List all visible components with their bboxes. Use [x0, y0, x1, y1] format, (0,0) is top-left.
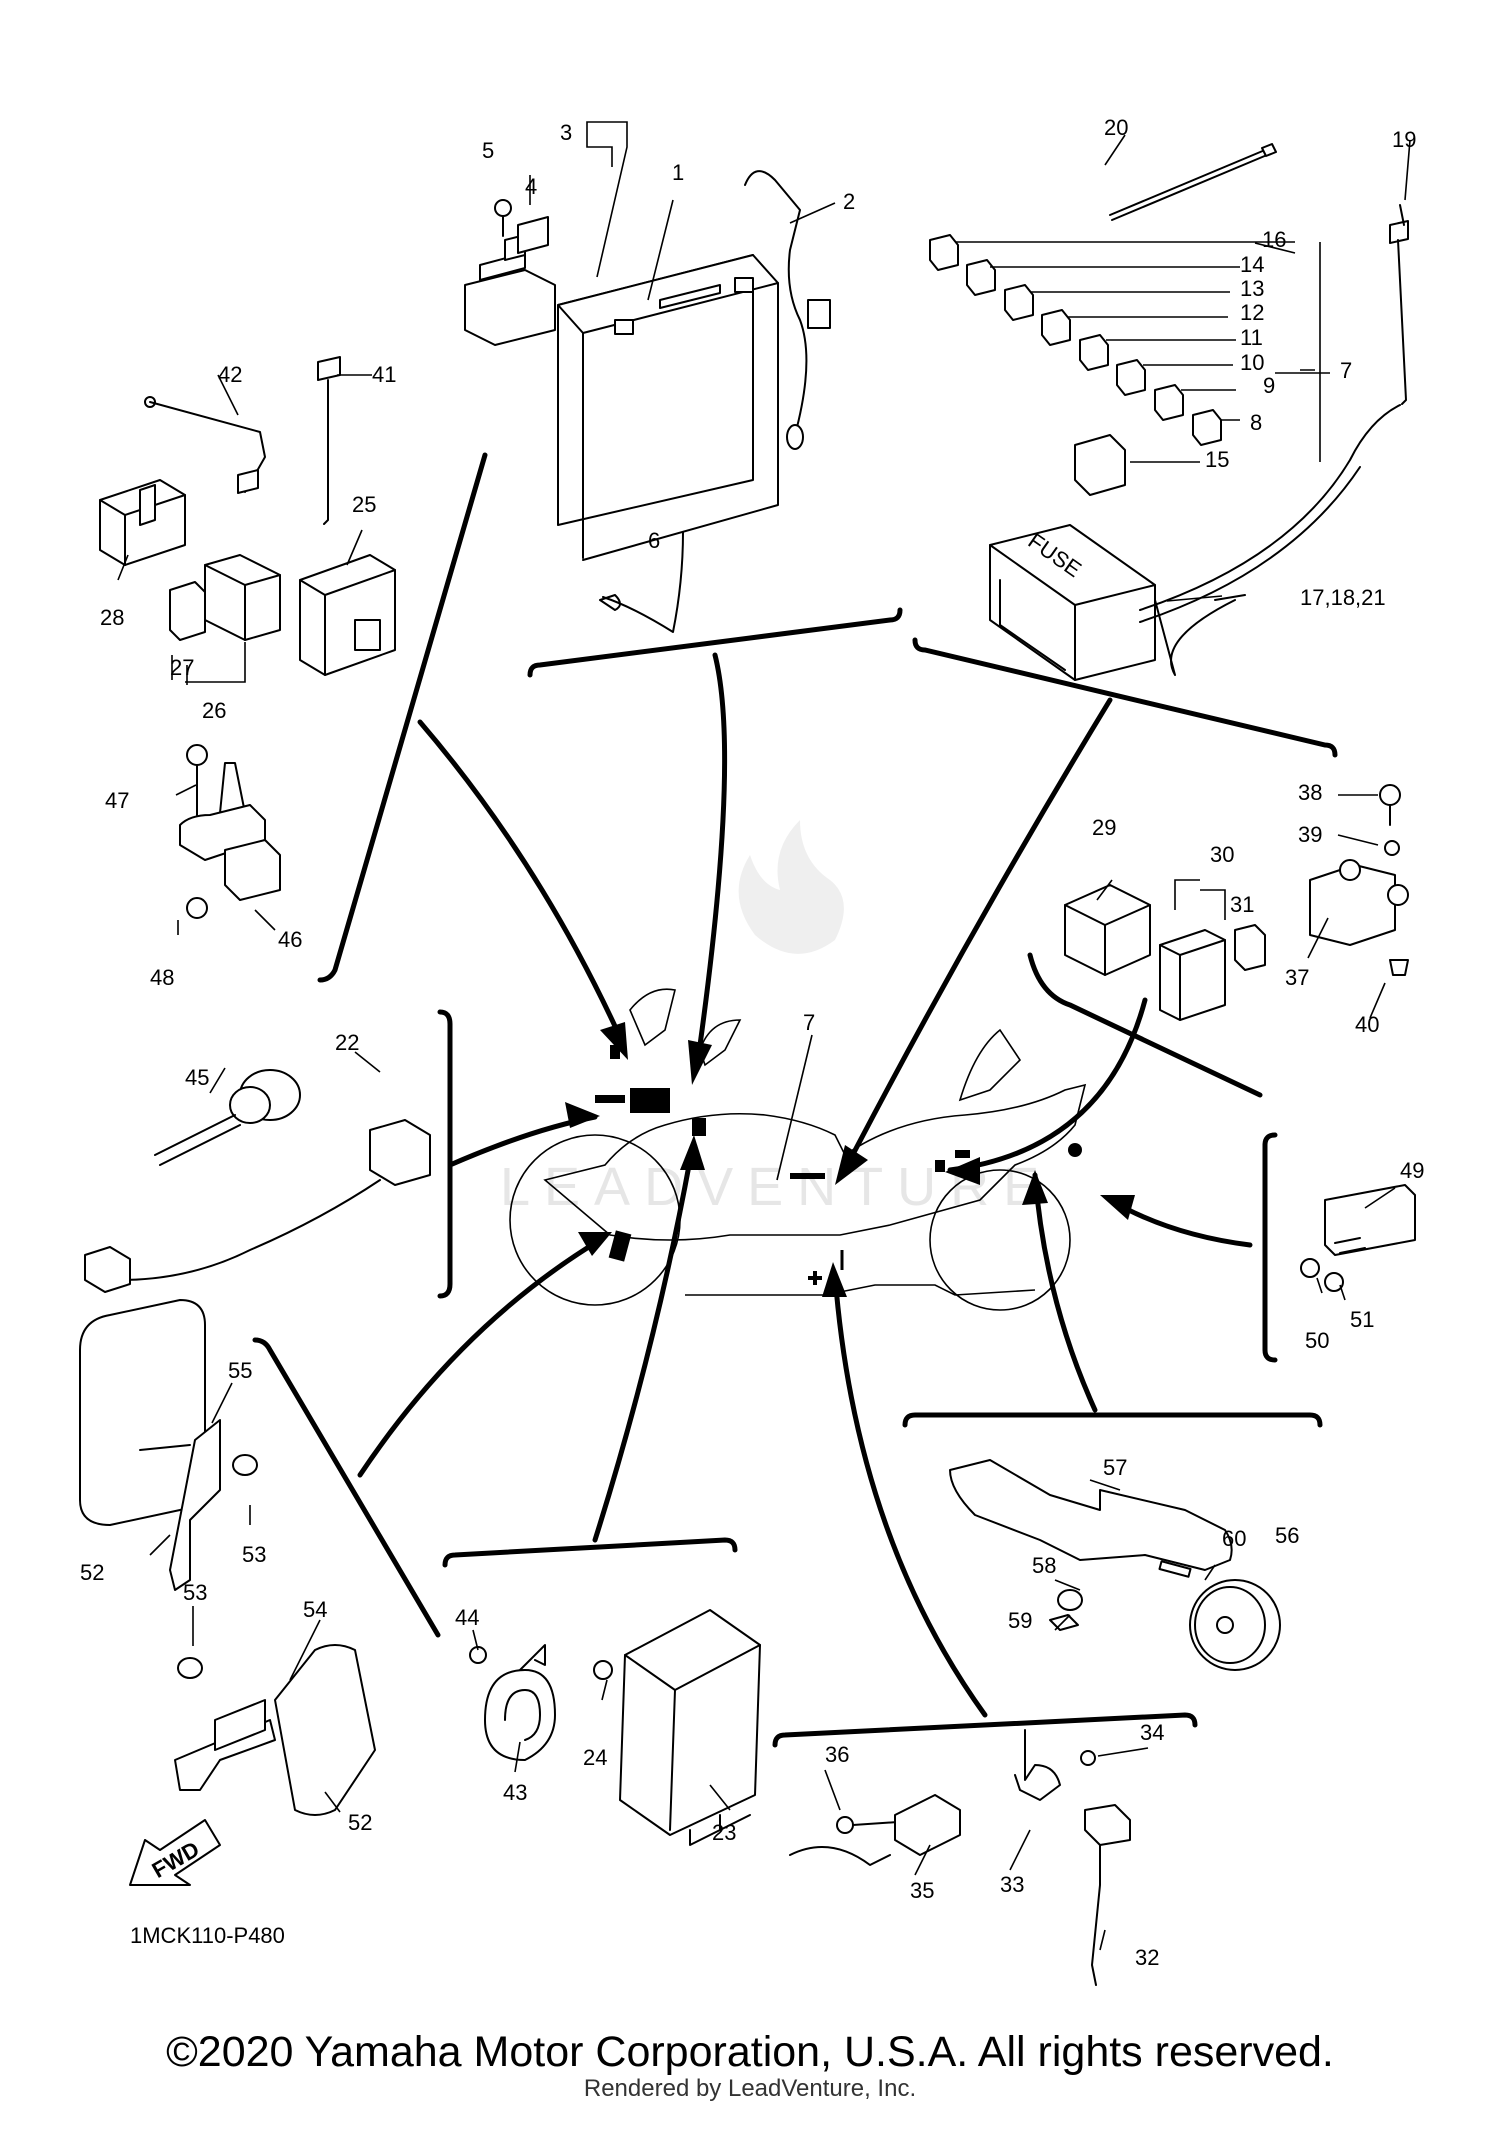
relay-assembly: [169, 554, 281, 641]
callout: 34: [1140, 1720, 1164, 1745]
callout: 11: [1240, 325, 1263, 350]
callout: 23: [712, 1820, 736, 1845]
battery-cable: [744, 170, 831, 450]
callout: 4: [525, 174, 537, 199]
callout: 29: [1092, 815, 1116, 840]
callout: 30: [1210, 842, 1234, 867]
callout: 41: [372, 362, 396, 387]
callout: 7: [803, 1010, 815, 1035]
callout: 12: [1240, 300, 1264, 325]
callout: 28: [100, 605, 124, 630]
rendered-by-credit: Rendered by LeadVenture, Inc.: [583, 2075, 917, 2102]
callout: 14: [1240, 252, 1264, 277]
fuse-box: FUSE: [989, 404, 1401, 681]
copyright-notice: ©2020 Yamaha Motor Corporation, U.S.A. A…: [166, 2028, 1334, 2076]
callout: 36: [825, 1742, 849, 1767]
callout: 20: [1104, 115, 1128, 140]
battery: [557, 254, 779, 561]
switch-and-lead: [84, 1069, 431, 1293]
reflector: [1300, 1184, 1416, 1292]
callout: 37: [1285, 965, 1309, 990]
callout: 17,18,21: [1300, 585, 1386, 610]
callout: 1: [672, 160, 684, 185]
starter-relay: [464, 199, 556, 346]
callout: 3: [560, 120, 572, 145]
callout: 2: [843, 189, 855, 214]
callout: 39: [1298, 822, 1322, 847]
callout: 52: [80, 1560, 104, 1585]
callout: 15: [1205, 447, 1229, 472]
callout: 47: [105, 788, 129, 813]
group-leaders: [252, 452, 1338, 1748]
callout: 53: [183, 1580, 207, 1605]
rectifier-regulator: [593, 1609, 761, 1846]
callout: 44: [455, 1605, 479, 1630]
callout: 35: [910, 1878, 934, 1903]
callout: 52: [348, 1810, 372, 1835]
callout: 59: [1008, 1608, 1032, 1633]
callout: 55: [228, 1358, 252, 1383]
cable-tie: [1109, 143, 1277, 221]
callout: 46: [278, 927, 302, 952]
relay: [99, 479, 186, 566]
callout: 24: [583, 1745, 607, 1770]
callout: 50: [1305, 1328, 1329, 1353]
callout: 26: [202, 698, 226, 723]
clip: [599, 531, 684, 633]
callout: 5: [482, 138, 494, 163]
callout: 53: [242, 1542, 266, 1567]
watermark: LEADVENTURE: [500, 820, 1053, 1217]
callout: 40: [1355, 1012, 1379, 1037]
callout: 8: [1250, 410, 1262, 435]
sensor-bracket: [1309, 784, 1409, 976]
callout: 33: [1000, 1872, 1024, 1897]
fwd-arrow-icon: FWD: [129, 1819, 221, 1886]
callout: 42: [218, 362, 242, 387]
callout: 38: [1298, 780, 1322, 805]
callout: 9: [1263, 373, 1275, 398]
callout: 27: [170, 655, 194, 680]
horn: [469, 1644, 556, 1761]
callout: 25: [352, 492, 376, 517]
callout: 32: [1135, 1945, 1159, 1970]
callout: 57: [1103, 1455, 1127, 1480]
callout: 56: [1275, 1523, 1299, 1548]
callout: 51: [1350, 1307, 1374, 1332]
callout-labels: 1 2 3 4 5 6 7 7 8 9 10 11 12 13 14 15 16…: [80, 115, 1424, 1970]
callout: 10: [1240, 350, 1264, 375]
switch-set: [789, 1729, 1131, 1986]
callout: 48: [150, 965, 174, 990]
callout: 54: [303, 1597, 327, 1622]
callout: 7: [1340, 358, 1352, 383]
callout: 19: [1392, 127, 1416, 152]
callout: 60: [1222, 1526, 1246, 1551]
callout: 49: [1400, 1158, 1424, 1183]
lead-wire: [144, 396, 266, 494]
callout: 6: [648, 528, 660, 553]
part-code: 1MCK110-P480: [130, 1923, 285, 1948]
side-reflector: [174, 1644, 376, 1816]
callout: 58: [1032, 1553, 1056, 1578]
motorcycle-outline: [509, 988, 1087, 1311]
relay-set: [1064, 884, 1266, 1021]
band: [317, 356, 341, 525]
watermark-text: LEADVENTURE: [500, 1157, 1053, 1217]
callout: 31: [1230, 892, 1254, 917]
side-reflector: [79, 1299, 258, 1591]
callout: 22: [335, 1030, 359, 1055]
band: [1389, 204, 1409, 405]
callout: 13: [1240, 276, 1264, 301]
fuse-set: [929, 234, 1321, 496]
callout: 16: [1262, 227, 1286, 252]
sensor: [179, 744, 281, 919]
license-bracket: [949, 1459, 1281, 1671]
callout: 43: [503, 1780, 527, 1805]
control-unit: [299, 554, 396, 676]
callout: 45: [185, 1065, 209, 1090]
leader-lines: [117, 121, 1411, 1951]
